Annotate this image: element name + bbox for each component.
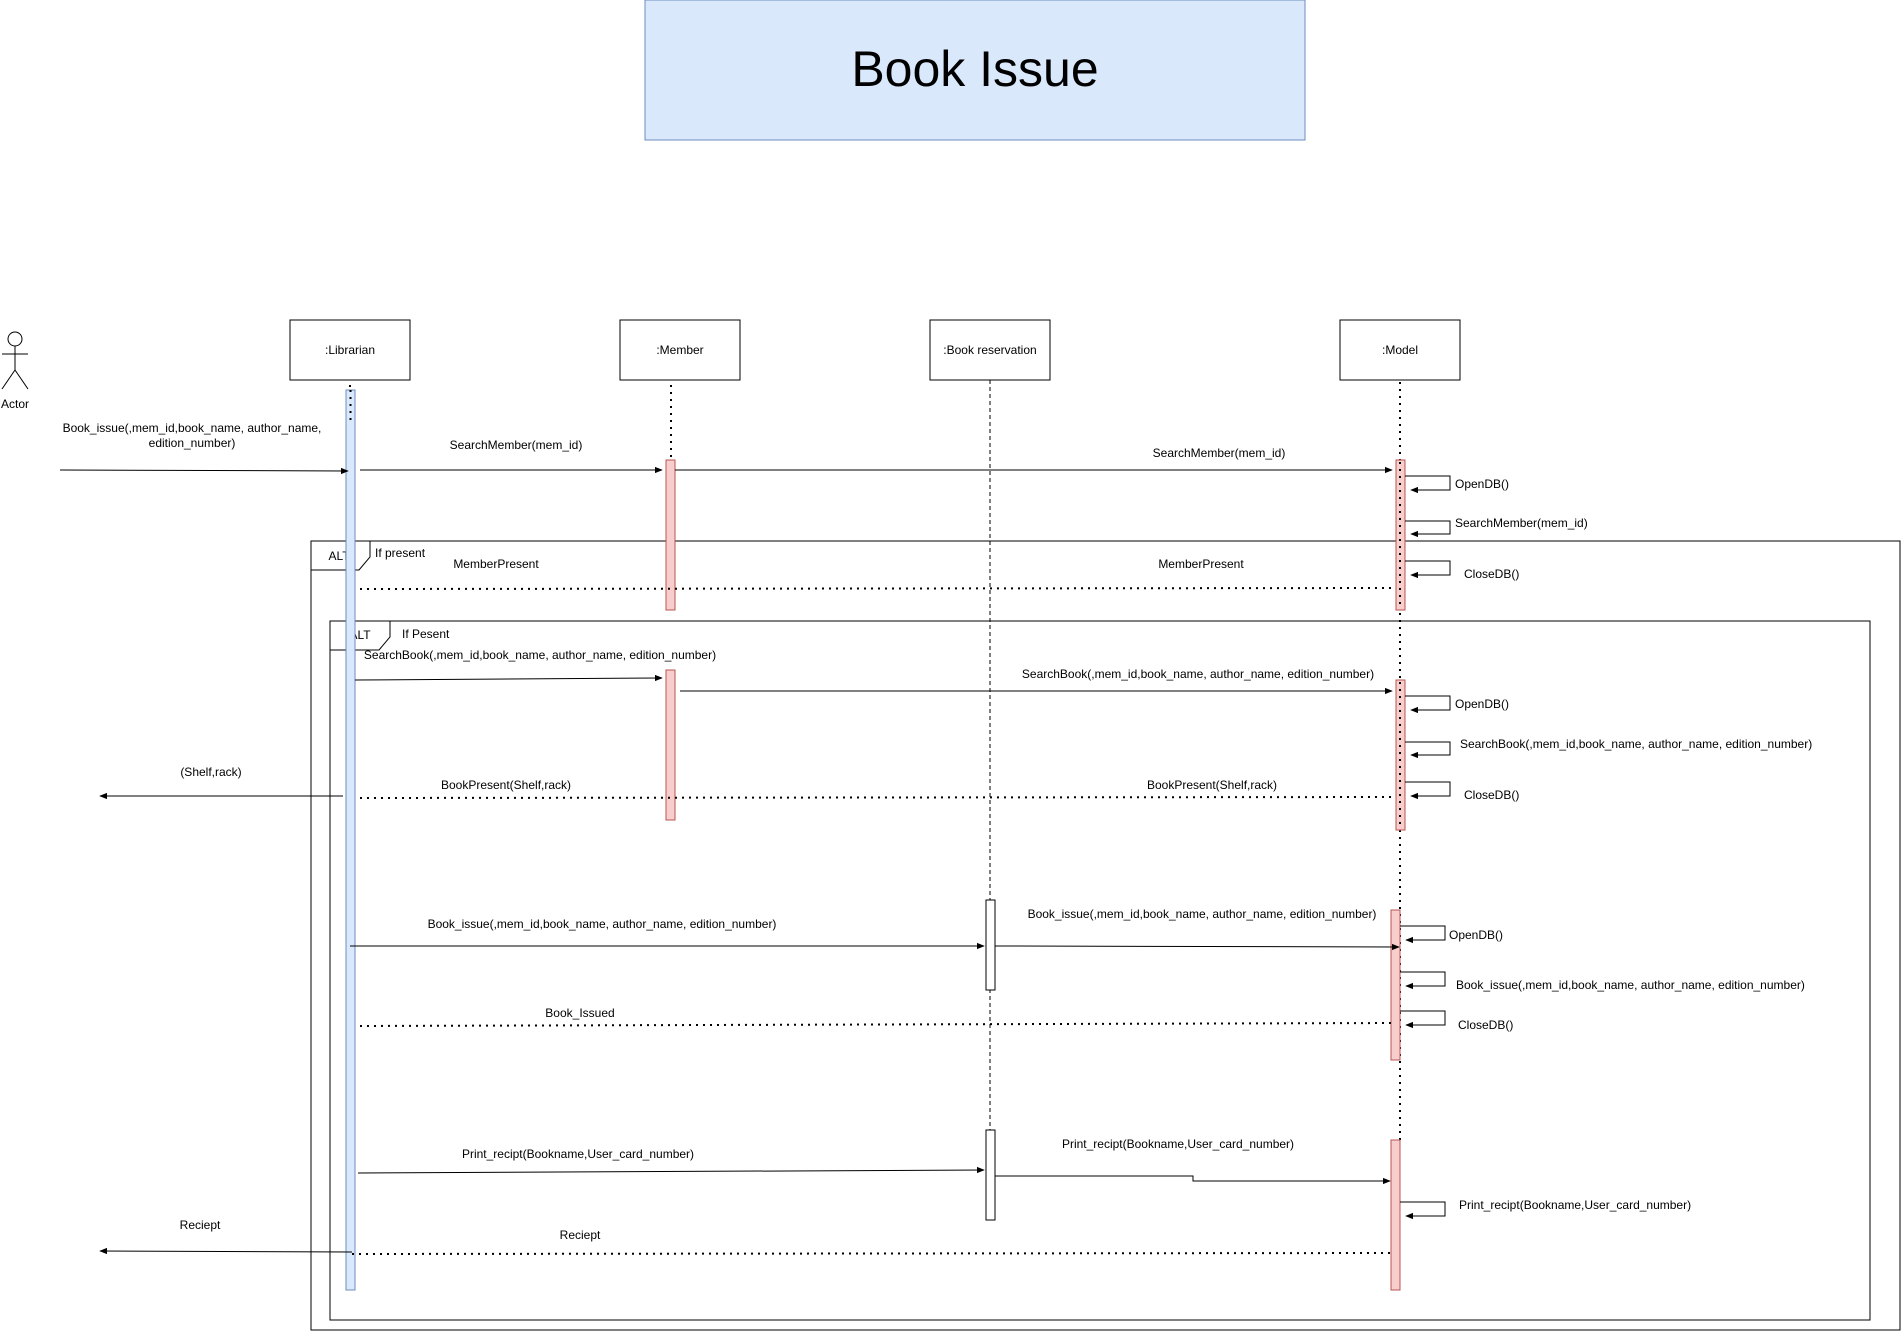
lifeline-member: :Member [619, 319, 741, 381]
page-title: Book Issue [851, 41, 1098, 97]
msg-shelf-rack-label: (Shelf,rack) [180, 765, 241, 779]
lifeline-reservation-label: :Book reservation [943, 343, 1036, 357]
activation-reservation-2 [985, 1129, 996, 1221]
activation-librarian [345, 389, 356, 1291]
activation-member-1 [665, 459, 676, 611]
msg-book-issue-2 [994, 943, 1400, 951]
msg-reciept-2 [351, 1252, 1393, 1255]
self-opendb-2-label: OpenDB() [1455, 697, 1509, 711]
msg-search-member-2-label: SearchMember(mem_id) [1153, 446, 1286, 460]
msg-search-book-2-label: SearchBook(,mem_id,book_name, author_nam… [1022, 667, 1374, 681]
self-opendb-3-label: OpenDB() [1449, 928, 1503, 942]
self-book-issue-label: Book_issue(,mem_id,book_name, author_nam… [1456, 978, 1805, 992]
msg-book-issue-in-label: Book_issue(,mem_id,book_name, author_nam… [63, 421, 322, 435]
msg-print-2 [995, 1175, 1391, 1185]
msg-print-2-label: Print_recipt(Bookname,User_card_number) [1062, 1137, 1294, 1151]
msg-search-book-1-label: SearchBook(,mem_id,book_name, author_nam… [364, 648, 716, 662]
activation-reservation-1 [985, 899, 996, 991]
msg-member-present-2-label: MemberPresent [1158, 557, 1244, 571]
self-closedb-3-label: CloseDB() [1458, 1018, 1513, 1032]
msg-book-present-1-label: BookPresent(Shelf,rack) [441, 778, 571, 792]
self-search-book-label: SearchBook(,mem_id,book_name, author_nam… [1460, 737, 1812, 751]
self-opendb-1 [1405, 475, 1451, 494]
msg-book-issue-in-label-2: edition_number) [149, 436, 236, 450]
msg-book-present-2-label: BookPresent(Shelf,rack) [1147, 778, 1277, 792]
self-closedb-1-label: CloseDB() [1464, 567, 1519, 581]
msg-reciept-2-label: Reciept [560, 1228, 601, 1242]
self-closedb-3 [1400, 1010, 1446, 1029]
msg-book-issue-2-label: Book_issue(,mem_id,book_name, author_nam… [1028, 907, 1377, 921]
self-closedb-1 [1405, 560, 1451, 579]
msg-book-present [359, 796, 1393, 799]
alt-outer-tag: ALT [328, 549, 350, 563]
activation-model-2 [1395, 679, 1406, 831]
alt-inner-guard: If Pesent [402, 627, 450, 641]
msg-reciept-1 [99, 1247, 353, 1255]
self-search-book [1405, 741, 1451, 759]
lifeline-reservation: :Book reservation [929, 319, 1051, 381]
actor-label: Actor [1, 397, 29, 411]
actor-figure [1, 331, 29, 390]
msg-member-present-1-label: MemberPresent [453, 557, 539, 571]
activation-model-1 [1395, 459, 1406, 611]
self-opendb-1-label: OpenDB() [1455, 477, 1509, 491]
title-box: Book Issue [644, 0, 1306, 141]
self-search-member [1405, 520, 1451, 538]
self-opendb-3 [1400, 925, 1446, 944]
self-book-issue [1400, 971, 1446, 990]
msg-book-issued-label: Book_Issued [545, 1006, 614, 1020]
lifeline-librarian-label: :Librarian [325, 343, 375, 357]
lifeline-librarian: :Librarian [289, 319, 411, 381]
alt-outer-guard: If present [375, 546, 426, 560]
self-closedb-2-label: CloseDB() [1464, 788, 1519, 802]
self-print-label: Print_recipt(Bookname,User_card_number) [1459, 1198, 1691, 1212]
lifeline-member-label: :Member [656, 343, 703, 357]
activation-model-3 [1390, 909, 1401, 1061]
msg-print-1 [357, 1166, 985, 1174]
alt-fragment-inner: ALT If Pesent [329, 620, 1871, 1321]
msg-book-issue-1-label: Book_issue(,mem_id,book_name, author_nam… [428, 917, 777, 931]
self-opendb-2 [1405, 695, 1451, 714]
lifeline-model-label: :Model [1382, 343, 1418, 357]
self-search-member-label: SearchMember(mem_id) [1455, 516, 1588, 530]
msg-reciept-1-label: Reciept [180, 1218, 221, 1232]
lifeline-model: :Model [1339, 319, 1461, 381]
msg-print-1-label: Print_recipt(Bookname,User_card_number) [462, 1147, 694, 1161]
activation-model-4 [1390, 1139, 1401, 1291]
msg-search-book-1 [354, 674, 663, 682]
msg-book-issue-in [59, 467, 349, 475]
msg-search-member-1-label: SearchMember(mem_id) [450, 438, 583, 452]
msg-member-present [359, 587, 1393, 590]
self-closedb-2 [1405, 781, 1451, 800]
self-print [1400, 1201, 1446, 1220]
msg-book-issued [359, 1022, 1393, 1027]
activation-member-2 [665, 669, 676, 821]
